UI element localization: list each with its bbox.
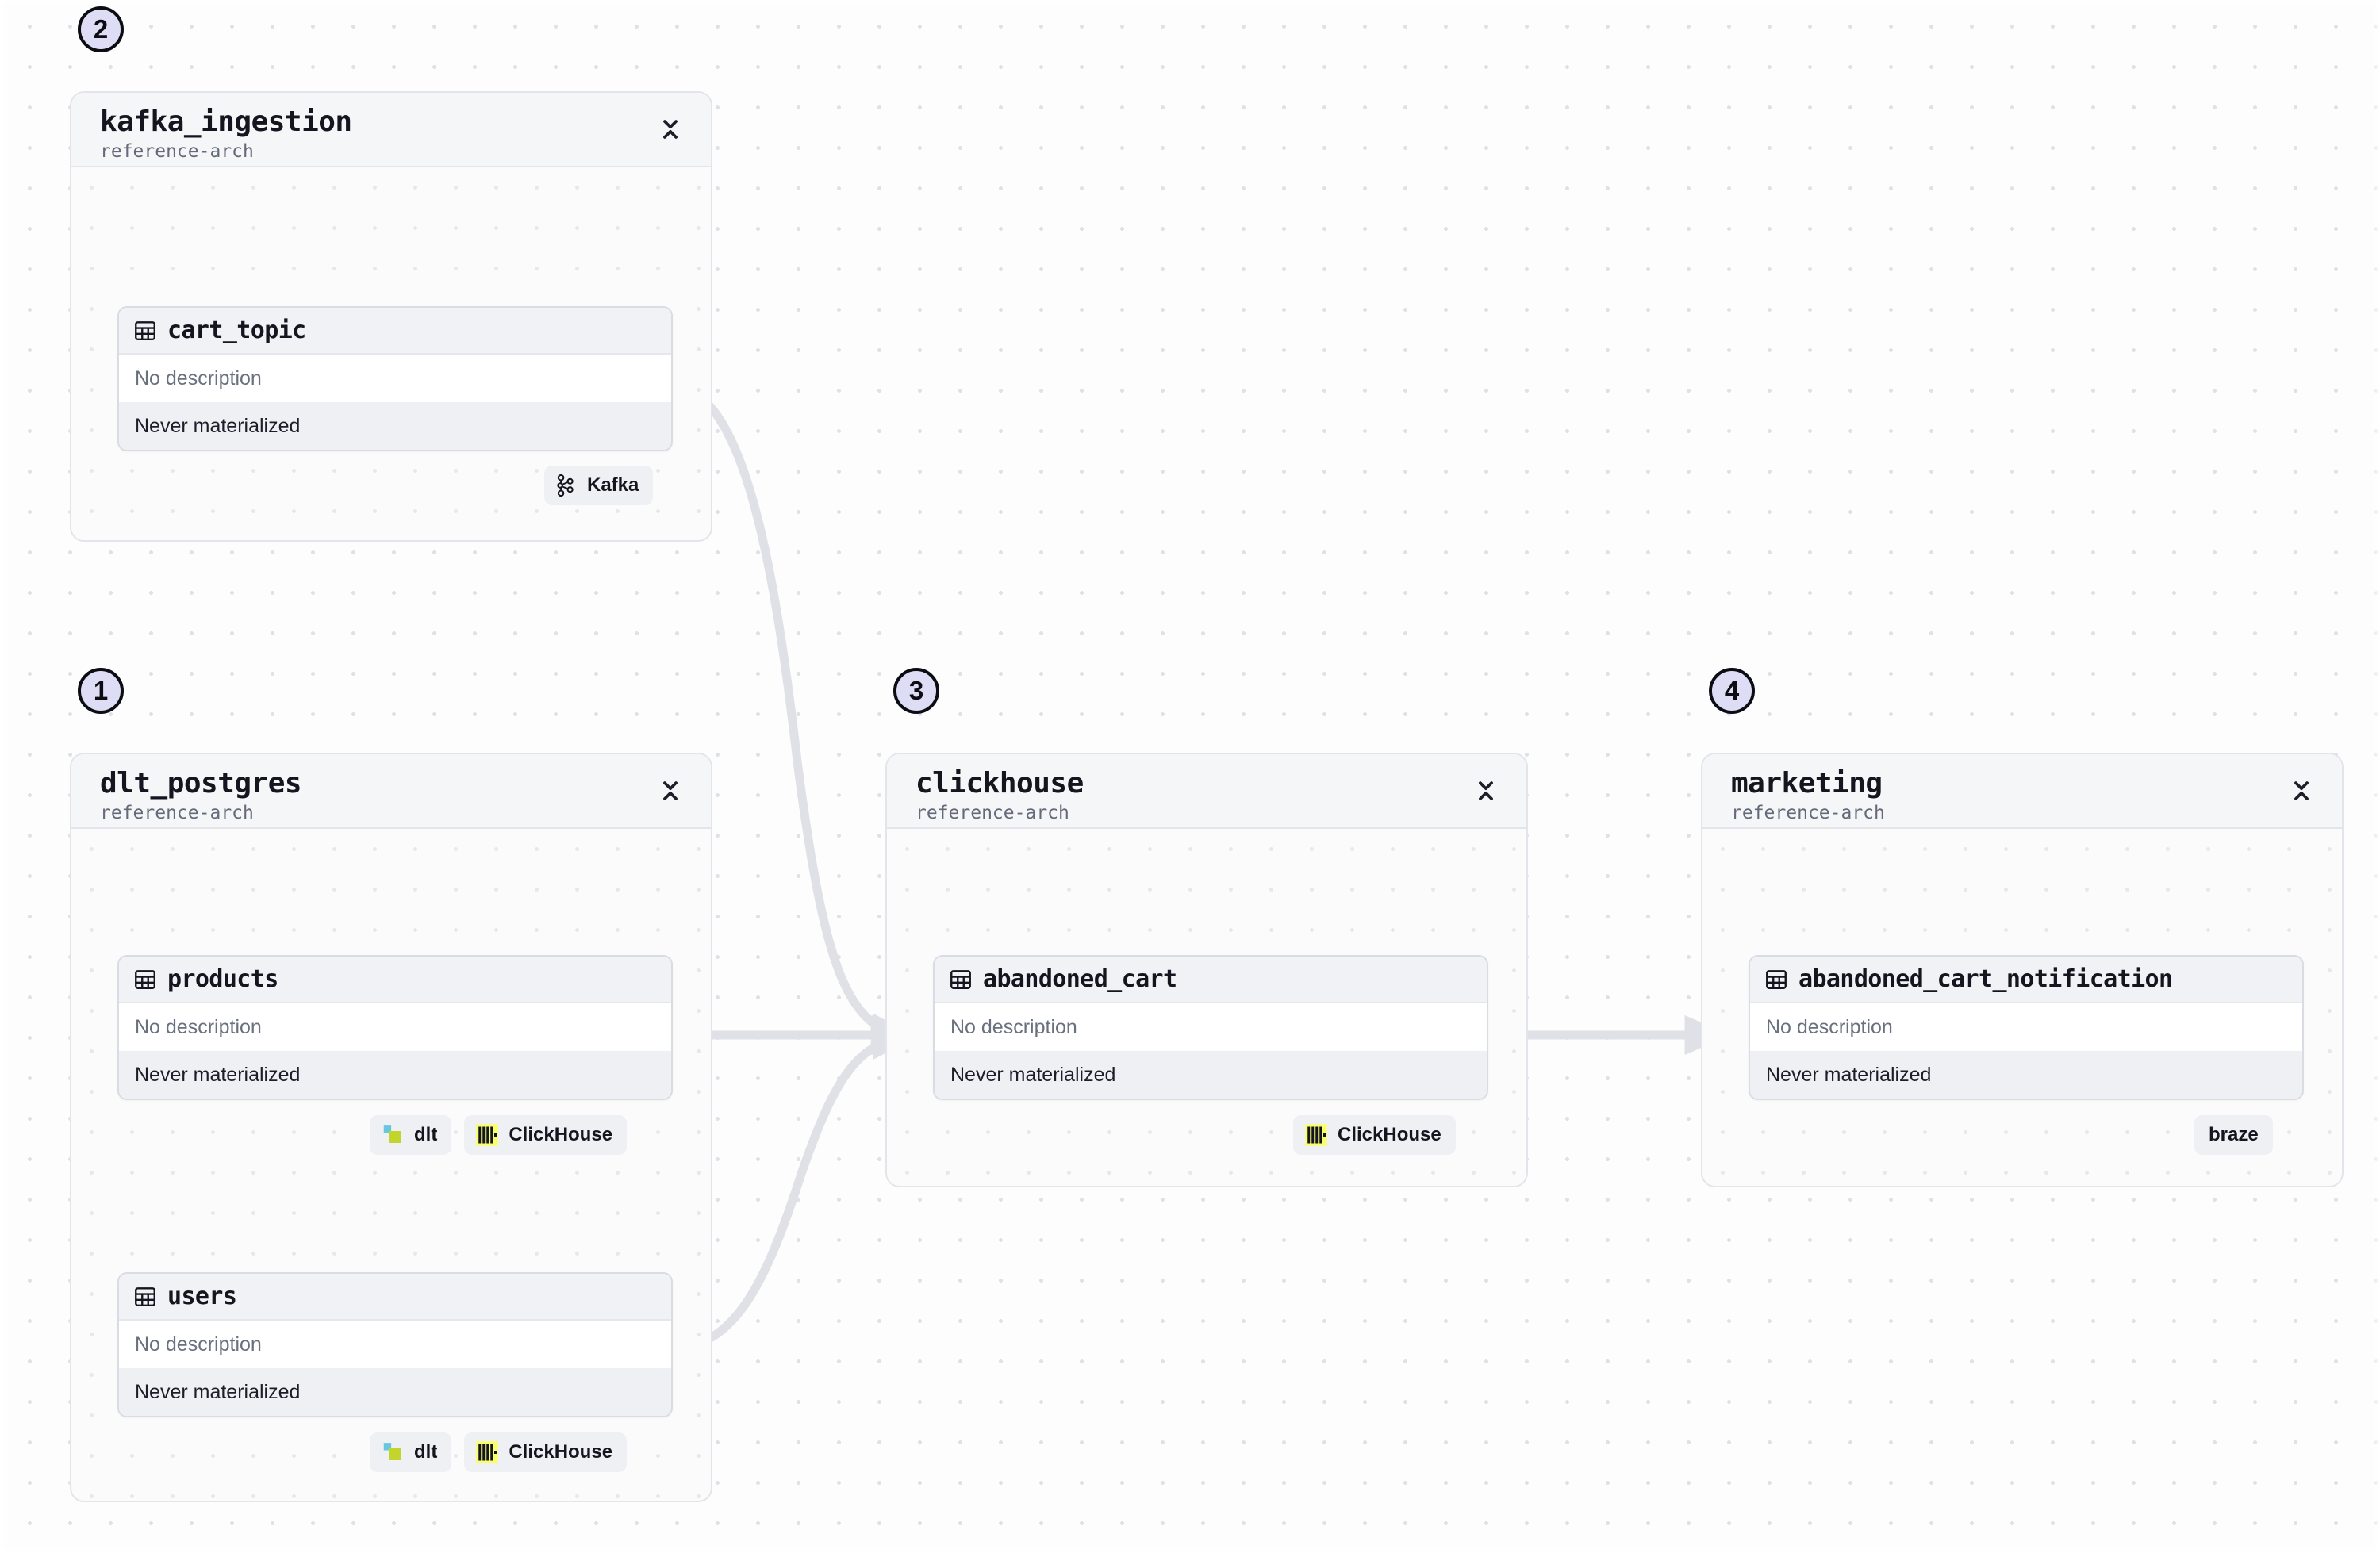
badge-kafka[interactable]: Kafka xyxy=(544,466,654,505)
node-title: abandoned_cart_notification xyxy=(1798,965,2173,993)
node-users[interactable]: users No description Never materialized xyxy=(117,1272,673,1417)
node-status: Never materialized xyxy=(935,1051,1487,1099)
node-cart-topic[interactable]: cart_topic No description Never material… xyxy=(117,306,673,451)
badge-row-products: dlt ClickHouse xyxy=(370,1115,628,1155)
group-subtitle: reference-arch xyxy=(1731,803,1885,824)
node-abandoned-cart[interactable]: abandoned_cart No description Never mate… xyxy=(933,955,1488,1100)
dlt-logo-icon xyxy=(383,1443,401,1460)
node-title: cart_topic xyxy=(167,316,306,344)
badge-label: ClickHouse xyxy=(1338,1124,1441,1145)
kafka-logo-icon xyxy=(557,474,574,497)
group-title: marketing xyxy=(1731,767,1883,800)
node-title: products xyxy=(167,965,278,993)
badge-row-notification: braze xyxy=(2194,1115,2273,1155)
badge-label: braze xyxy=(2209,1124,2259,1145)
group-subtitle: reference-arch xyxy=(100,141,254,163)
step-badge-1: 1 xyxy=(78,668,124,714)
badge-dlt[interactable]: dlt xyxy=(370,1115,452,1155)
table-icon xyxy=(135,969,155,989)
group-subtitle: reference-arch xyxy=(100,803,254,824)
badge-label: dlt xyxy=(414,1124,438,1145)
badge-label: ClickHouse xyxy=(509,1441,613,1463)
clickhouse-logo-icon xyxy=(476,1441,499,1463)
table-icon xyxy=(135,1286,155,1306)
dlt-logo-icon xyxy=(383,1125,401,1143)
badge-row-abandoned-cart: ClickHouse xyxy=(1293,1115,1456,1155)
node-abandoned-cart-notification[interactable]: abandoned_cart_notification No descripti… xyxy=(1749,955,2304,1100)
badge-clickhouse[interactable]: ClickHouse xyxy=(1293,1115,1456,1155)
group-header-dlt-postgres[interactable]: dlt_postgres reference-arch xyxy=(71,754,711,829)
node-title: users xyxy=(167,1283,237,1310)
collapse-icon[interactable] xyxy=(657,775,684,807)
node-products[interactable]: products No description Never materializ… xyxy=(117,955,673,1100)
group-header-marketing[interactable]: marketing reference-arch xyxy=(1702,754,2342,829)
clickhouse-logo-icon xyxy=(476,1124,499,1146)
group-subtitle: reference-arch xyxy=(916,803,1069,824)
collapse-icon[interactable] xyxy=(1472,775,1499,807)
node-header: abandoned_cart xyxy=(935,957,1487,1003)
badge-clickhouse[interactable]: ClickHouse xyxy=(464,1115,628,1155)
step-badge-3: 3 xyxy=(893,668,939,714)
node-description: No description xyxy=(935,1003,1487,1051)
step-badge-2: 2 xyxy=(78,6,124,52)
node-header: cart_topic xyxy=(119,308,671,355)
group-title: dlt_postgres xyxy=(100,767,302,800)
node-description: No description xyxy=(1750,1003,2302,1051)
node-header: users xyxy=(119,1274,671,1321)
node-header: abandoned_cart_notification xyxy=(1750,957,2302,1003)
group-title: kafka_ingestion xyxy=(100,105,352,138)
node-title: abandoned_cart xyxy=(983,965,1177,993)
badge-label: dlt xyxy=(414,1441,438,1463)
step-badge-1b: 4 xyxy=(1709,668,1755,714)
group-header-clickhouse[interactable]: clickhouse reference-arch xyxy=(887,754,1526,829)
badge-row-users: dlt ClickHouse xyxy=(370,1432,628,1472)
collapse-icon[interactable] xyxy=(2288,775,2315,807)
node-status: Never materialized xyxy=(1750,1051,2302,1099)
badge-dlt[interactable]: dlt xyxy=(370,1432,452,1472)
node-status: Never materialized xyxy=(119,402,671,450)
table-icon xyxy=(950,969,971,989)
node-status: Never materialized xyxy=(119,1051,671,1099)
clickhouse-logo-icon xyxy=(1305,1124,1327,1146)
collapse-icon[interactable] xyxy=(657,113,684,145)
group-header-kafka-ingestion[interactable]: kafka_ingestion reference-arch xyxy=(71,93,711,167)
badge-clickhouse[interactable]: ClickHouse xyxy=(464,1432,628,1472)
badge-label: ClickHouse xyxy=(509,1124,613,1145)
node-status: Never materialized xyxy=(119,1368,671,1416)
table-icon xyxy=(1766,969,1787,989)
table-icon xyxy=(135,320,155,340)
badge-label: Kafka xyxy=(587,474,639,496)
node-description: No description xyxy=(119,355,671,402)
node-description: No description xyxy=(119,1003,671,1051)
node-header: products xyxy=(119,957,671,1003)
badge-row-cart-topic: Kafka xyxy=(544,466,654,505)
badge-braze[interactable]: braze xyxy=(2194,1115,2273,1155)
group-title: clickhouse xyxy=(916,767,1084,800)
node-description: No description xyxy=(119,1321,671,1368)
